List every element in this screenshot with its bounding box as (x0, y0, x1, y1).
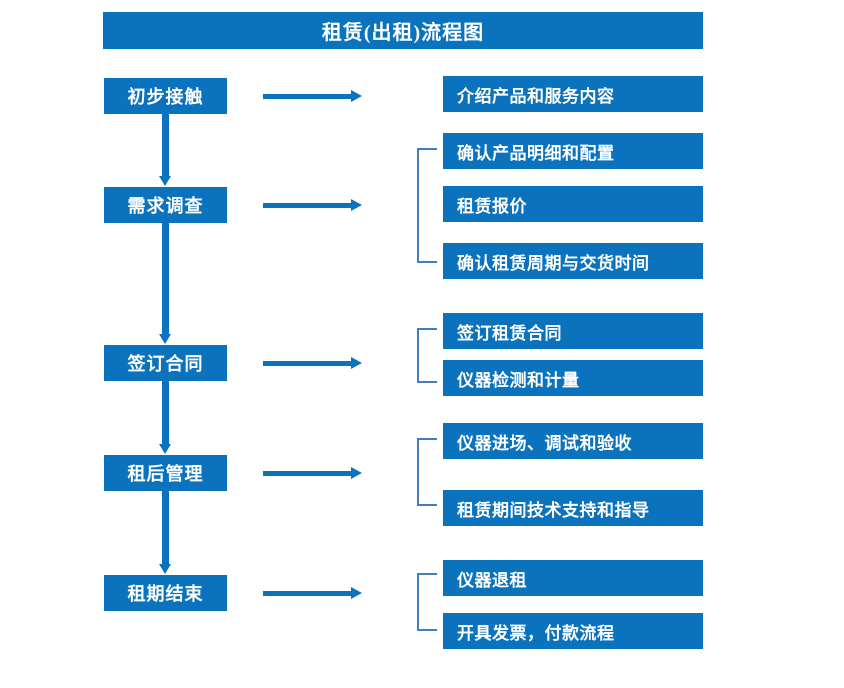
right-arrow-5 (263, 586, 363, 600)
detail-box-zulinbaojia[interactable]: 租赁报价 (443, 186, 703, 222)
detail-box-jieshaochanpin[interactable]: 介绍产品和服务内容 (443, 76, 703, 112)
detail-box-kaijufapiao[interactable]: 开具发票，付款流程 (443, 613, 703, 649)
down-arrow-3 (159, 381, 171, 454)
stage-box-xuqiudiaocha[interactable]: 需求调查 (104, 187, 227, 223)
flowchart-title: 租赁(出租)流程图 (103, 12, 703, 49)
right-arrow-4 (263, 466, 363, 480)
detail-box-yiqijinchang[interactable]: 仪器进场、调试和验收 (443, 423, 703, 459)
stage-box-zuqijieshu[interactable]: 租期结束 (104, 575, 227, 611)
group-bracket-zuqijieshu (417, 573, 437, 631)
right-arrow-1 (263, 89, 363, 103)
detail-box-querenzulinzhouqi[interactable]: 确认租赁周期与交货时间 (443, 243, 703, 279)
stage-box-chubujiechu[interactable]: 初步接触 (104, 78, 227, 114)
group-bracket-xuqiudiaocha (417, 148, 437, 263)
group-bracket-qiandinghetong (417, 328, 437, 383)
detail-box-yiqijianceheliliang[interactable]: 仪器检测和计量 (443, 360, 703, 396)
right-arrow-3 (263, 356, 363, 370)
stage-box-qiandinghetong[interactable]: 签订合同 (104, 345, 227, 381)
down-arrow-2 (159, 223, 171, 344)
detail-box-qiandingzulinhetong[interactable]: 签订租赁合同 (443, 313, 703, 349)
right-arrow-2 (263, 198, 363, 212)
down-arrow-4 (159, 491, 171, 574)
stage-box-zuhouguanli[interactable]: 租后管理 (104, 455, 227, 491)
group-bracket-zuhouguanli (417, 438, 437, 506)
detail-box-querenchanpinmingxi[interactable]: 确认产品明细和配置 (443, 133, 703, 169)
detail-box-zulinqijianjishuzhichi[interactable]: 租赁期间技术支持和指导 (443, 490, 703, 526)
detail-box-yiqituizu[interactable]: 仪器退租 (443, 560, 703, 596)
down-arrow-1 (159, 114, 171, 186)
